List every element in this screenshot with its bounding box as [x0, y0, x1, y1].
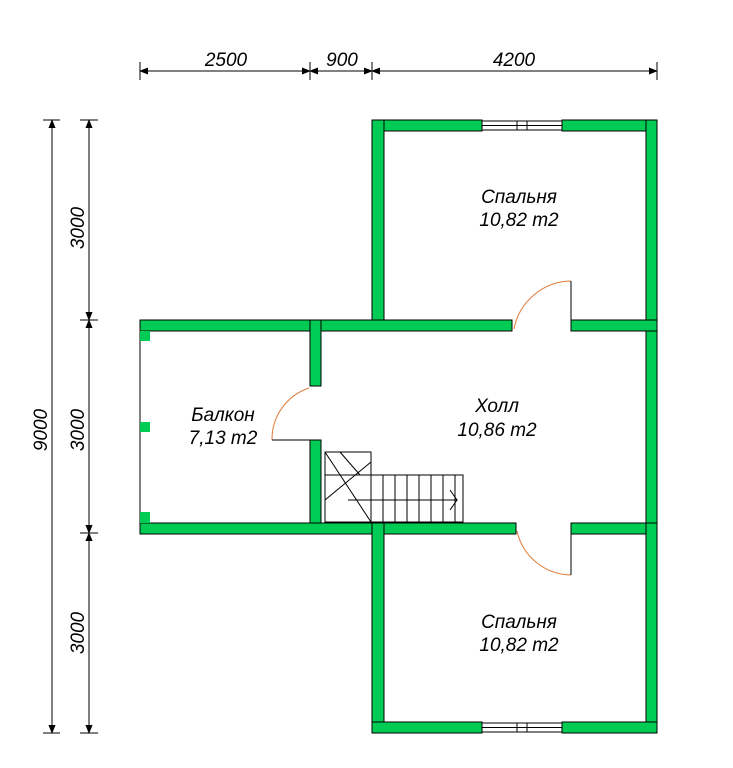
stair-diagonal	[324, 451, 372, 523]
balcony-post	[140, 422, 150, 432]
wall-balcony-partition-upper	[309, 319, 322, 387]
stair-direction-arrow	[449, 499, 458, 511]
wall-top-bedroom-top-left	[371, 119, 483, 132]
balcony-post	[140, 512, 150, 523]
dim-label-top-3: 4200	[493, 50, 536, 71]
stair-flight	[370, 474, 464, 523]
wall-bottom-bedroom-bottom-right	[561, 721, 658, 734]
dim-label-left-2: 3000	[68, 408, 89, 451]
room-area-bedroom-top: 10,82 m2	[479, 210, 559, 231]
balcony-post	[140, 331, 150, 341]
room-name-bedroom-top: Спальня	[481, 187, 557, 208]
stair-step	[339, 451, 361, 476]
wall-top-bedroom-top-right	[561, 119, 658, 132]
dim-label-top-2: 900	[326, 50, 358, 71]
room-name-hall: Холл	[474, 396, 519, 417]
walls	[139, 119, 658, 734]
wall-bottom-bedroom-left	[371, 522, 385, 734]
stair-direction-arrow	[348, 489, 458, 501]
balcony-edge	[139, 331, 150, 523]
wall-hall-bottom-left	[139, 522, 517, 535]
wall-bottom-bedroom-bottom-left	[371, 721, 483, 734]
room-area-balcony: 7,13 m2	[189, 428, 258, 449]
doors	[271, 280, 572, 576]
wall-hall-top-right	[570, 319, 658, 332]
wall-balcony-partition-lower	[309, 439, 322, 534]
dim-label-left-total: 9000	[31, 408, 52, 451]
stair-diagonal	[324, 461, 372, 501]
wall-hall-top-left	[139, 319, 513, 332]
windows	[481, 120, 563, 733]
door-arc-balcony	[271, 387, 310, 441]
left-dimensions	[43, 119, 98, 734]
room-name-balcony: Балкон	[191, 405, 255, 426]
room-area-hall: 10,86 m2	[457, 420, 537, 441]
wall-top-bedroom-left	[371, 119, 385, 331]
wall-bottom-bedroom-right	[645, 522, 658, 734]
dim-label-left-3: 3000	[68, 611, 89, 654]
room-area-bedroom-bottom: 10,82 m2	[479, 635, 559, 656]
wall-hall-bottom-right	[570, 522, 658, 535]
staircase	[324, 451, 464, 523]
room-name-bedroom-bottom: Спальня	[481, 612, 557, 633]
door-arc-bottom-bedroom	[516, 530, 572, 576]
dim-label-top-1: 2500	[204, 50, 248, 71]
top-dimensions	[139, 62, 658, 80]
dim-label-left-1: 3000	[68, 206, 89, 249]
door-arc-top-bedroom	[513, 280, 572, 330]
